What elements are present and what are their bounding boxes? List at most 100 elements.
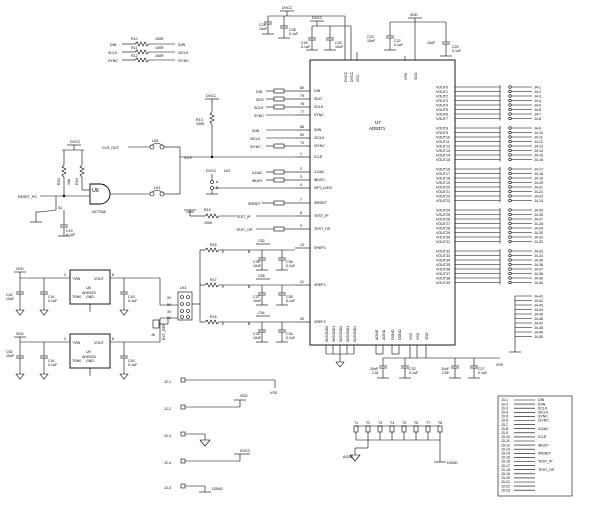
- vout-pin-label: VOUT31: [436, 240, 450, 244]
- clr-net-label: /CLP: [184, 156, 193, 160]
- j3-net-label: /BUSY: [538, 443, 549, 447]
- vout-pin-label: VOUT32: [436, 249, 450, 253]
- pin-label: AGND: [382, 329, 386, 340]
- j3-pin-label: J3-20: [501, 476, 510, 480]
- j3-pin-label: J3-8: [501, 427, 508, 431]
- j4-pin-label: J4-42: [534, 299, 543, 303]
- cap-ref: C37: [253, 295, 260, 299]
- j4-pin-label: J4-49: [534, 330, 543, 334]
- pin-label: VSS: [416, 332, 420, 340]
- pin-label: B: [248, 322, 251, 326]
- j4-pin-label: J4-17: [534, 167, 543, 171]
- pin-number: 6: [112, 337, 114, 341]
- switch-ref: S1: [58, 206, 62, 210]
- pin-label: B: [248, 285, 251, 289]
- j4-pin-label: J4-3: [534, 94, 541, 98]
- cap-ref: C41: [48, 359, 55, 363]
- j3-net-label: /DIN: [538, 402, 546, 406]
- link-label: LK4: [180, 286, 186, 290]
- ground-link: [353, 425, 359, 433]
- cap-ref: C30: [335, 41, 342, 45]
- test-point: [508, 103, 512, 107]
- cap-value: 0.1uF: [128, 299, 138, 303]
- pin-label: TEST_IP: [314, 214, 329, 218]
- cap-ref: C20: [452, 45, 459, 49]
- j3-pin-label: J3-12: [501, 443, 510, 447]
- pin-label: VREF1: [314, 283, 326, 287]
- pin-label: /SYNC: [314, 144, 325, 148]
- clr-out-label: CLR_OUT: [102, 146, 120, 150]
- power-connector-j2: J2-1 VSS J2-2 VDD J2-3 J2-4 DVCC J2-5 DG…: [164, 377, 278, 493]
- cap-value: 10uF: [370, 367, 379, 371]
- vdd-rail-label: VDD: [16, 332, 24, 336]
- j4-pin-label: J4-7: [534, 112, 541, 116]
- j4-pin-label: J4-27: [534, 217, 543, 221]
- cap-value: 10uF: [441, 367, 450, 371]
- j4-pin-label: J4-36: [534, 263, 543, 267]
- resistor-r10: DIN R10 100R /DIN: [110, 37, 186, 47]
- net-label: /LDAC: [252, 171, 263, 175]
- test-point: [508, 221, 512, 226]
- ref-label: R11: [131, 46, 137, 50]
- j4-pin-label: J4-41: [534, 294, 543, 298]
- net-label: /BUSY: [252, 179, 263, 183]
- pin-number: 6: [112, 273, 114, 277]
- pin-number: 78: [300, 102, 304, 106]
- net-label: TEST_OP: [236, 228, 253, 232]
- vout-pin-label: VOUT24: [436, 208, 450, 212]
- connector-pin: J2-1: [164, 380, 171, 384]
- test-point: [508, 148, 512, 153]
- j6-label: J6: [151, 333, 155, 337]
- ground-link: [437, 425, 443, 433]
- j3-pin-label: J3-4: [501, 411, 508, 415]
- reset-pc-label: RESET_PC: [18, 195, 37, 199]
- j3-pin-label: J3-21: [501, 480, 510, 484]
- vout-pin-label: VOUT26: [436, 217, 450, 221]
- j3-pin-label: J3-17: [501, 464, 510, 468]
- agnd-label: AGND: [343, 455, 354, 459]
- cap-ref: C52: [258, 239, 265, 243]
- test-point: [508, 194, 512, 198]
- net-label: /SYNC: [178, 59, 189, 63]
- pin-number: 69: [300, 133, 304, 137]
- pin-number: 7: [300, 198, 302, 202]
- j4-pin-label: J4-28: [534, 222, 543, 226]
- vout-pin-label: VOUT38: [436, 276, 450, 280]
- vout-pin-label: VOUT36: [436, 267, 450, 271]
- vout-pin-label: VOUT16: [436, 167, 450, 171]
- cap-ref: C36: [286, 260, 293, 264]
- resistor-r12: SYNC R12 100R /SYNC: [108, 54, 189, 63]
- vss-rail-label: VSS: [496, 363, 504, 367]
- value-label: 100R: [155, 37, 164, 41]
- j4-pin-label: J4-24: [534, 199, 543, 203]
- cap-ref: C19: [66, 229, 73, 233]
- link-label: T3: [378, 421, 382, 425]
- vout-pin-label: VOUT5: [436, 108, 448, 112]
- cap-value: 0.1uF: [409, 371, 419, 375]
- j4-pin-label: J4-20: [534, 181, 543, 185]
- pin-label: E: [222, 322, 225, 326]
- cap-ref: C21: [259, 23, 266, 27]
- link-label: T5: [402, 421, 406, 425]
- test-point: [508, 189, 512, 194]
- j3-net-label: /SCLK: [538, 411, 549, 415]
- ground-link: [377, 425, 383, 433]
- pin-label: TRIM: [72, 359, 81, 363]
- cap-ref: C41: [48, 295, 55, 299]
- vout-pin-label: VOUT37: [436, 272, 450, 276]
- j3-pin-label: J3-10: [501, 435, 510, 439]
- link-label: T2: [366, 421, 370, 425]
- pin-label: TRIM: [72, 295, 81, 299]
- cap-value: 0.1uF: [394, 43, 404, 47]
- pin-label: DGND: [391, 329, 395, 340]
- j4-pin-label: J4-21: [534, 185, 543, 189]
- cap-value: 0.1uF: [289, 32, 299, 36]
- connector-pin: J2-4: [164, 461, 171, 465]
- test-point: [508, 208, 512, 212]
- pin-label: /CLR: [314, 155, 323, 159]
- j4-pin-label: J4-4: [534, 99, 541, 103]
- value-label: 100R: [155, 46, 164, 50]
- pin-label: SIGGND0: [325, 326, 329, 342]
- cap-value: 0.1uF: [286, 264, 296, 268]
- reset-circuit: DVCC R13 100K CLR_OUT LK5 /CLP DVCC R20 …: [18, 94, 295, 237]
